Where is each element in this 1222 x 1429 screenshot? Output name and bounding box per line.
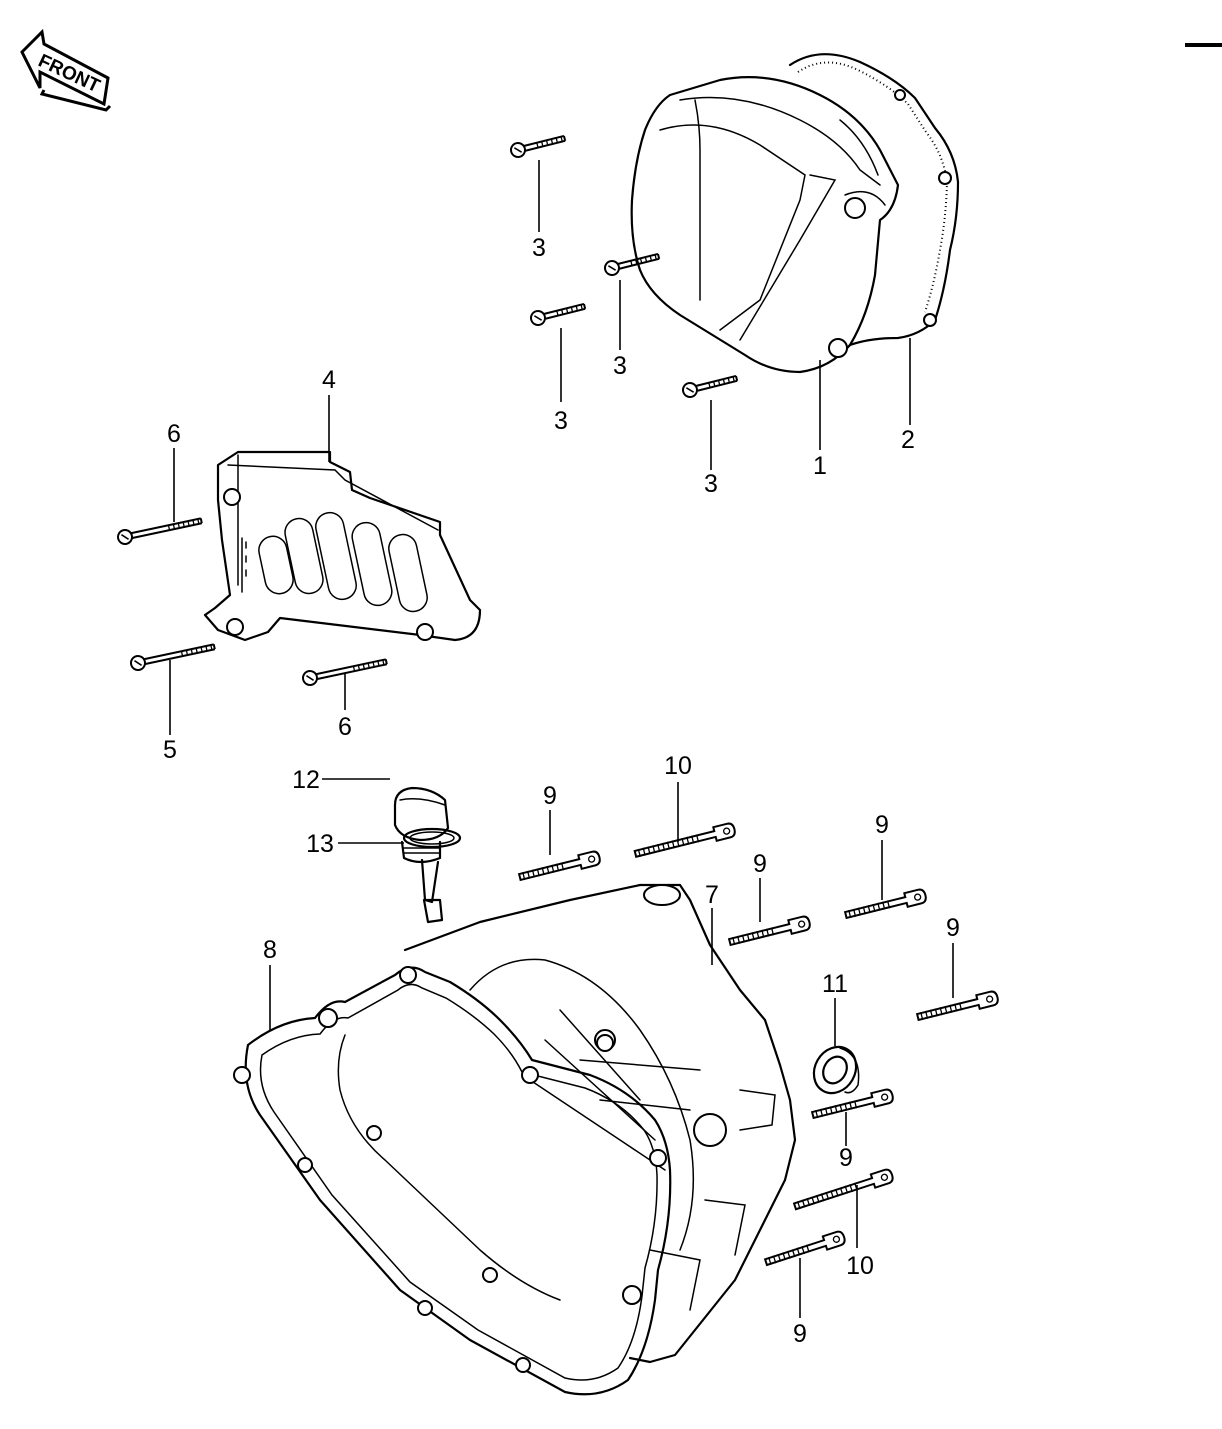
part-4-guard-plate [203, 450, 482, 642]
part-9-bolt-b [727, 914, 813, 950]
part-9-bolt-e [810, 1087, 896, 1123]
part-13-o-ring [402, 827, 462, 849]
label-7: 7 [705, 881, 719, 909]
part-9-bolt-d [915, 989, 1001, 1025]
front-direction-badge: FRONT [20, 28, 112, 112]
part-10-bolt-b [791, 1167, 896, 1214]
label-11: 11 [822, 970, 848, 998]
label-9c: 9 [875, 811, 889, 839]
part-3-bolt-c [528, 298, 588, 328]
part-8-gasket [233, 966, 672, 1396]
label-4: 4 [322, 366, 336, 394]
part-9-bolt-f [762, 1229, 848, 1270]
label-3a: 3 [532, 234, 546, 262]
label-3b: 3 [613, 352, 627, 380]
part-labels: 1 2 3 3 3 3 4 5 6 6 7 8 9 9 9 9 9 9 10 1… [163, 234, 960, 1348]
part-3-bolt-b [602, 248, 662, 278]
leader-lines [169, 160, 954, 1318]
label-9a: 9 [543, 782, 557, 810]
part-11-oil-seal [812, 1045, 860, 1095]
part-9-bolt-a [517, 849, 603, 885]
label-5: 5 [163, 736, 177, 764]
label-3c: 3 [554, 407, 568, 435]
label-1: 1 [813, 452, 827, 480]
label-2: 2 [901, 426, 915, 454]
part-12-oil-plug [393, 786, 450, 924]
label-9e: 9 [839, 1144, 853, 1172]
part-7-crankcase-cover [403, 883, 797, 1364]
label-9b: 9 [753, 850, 767, 878]
label-12: 12 [292, 766, 320, 794]
part-2-gasket [788, 53, 960, 347]
part-9-bolt-c [843, 887, 929, 923]
part-6-bolt-a [115, 512, 204, 547]
part-1-cover [630, 76, 900, 374]
label-9d: 9 [946, 914, 960, 942]
label-8: 8 [263, 936, 277, 964]
label-13: 13 [306, 830, 334, 858]
part-3-bolt-d [680, 370, 740, 400]
label-10b: 10 [846, 1252, 874, 1280]
label-3d: 3 [704, 470, 718, 498]
part-10-bolt-a [632, 821, 738, 862]
part-3-bolt-a [508, 130, 568, 160]
part-5-bolt [128, 638, 217, 673]
label-9f: 9 [793, 1320, 807, 1348]
label-6a: 6 [167, 420, 181, 448]
label-6b: 6 [338, 713, 352, 741]
label-10a: 10 [664, 752, 692, 780]
